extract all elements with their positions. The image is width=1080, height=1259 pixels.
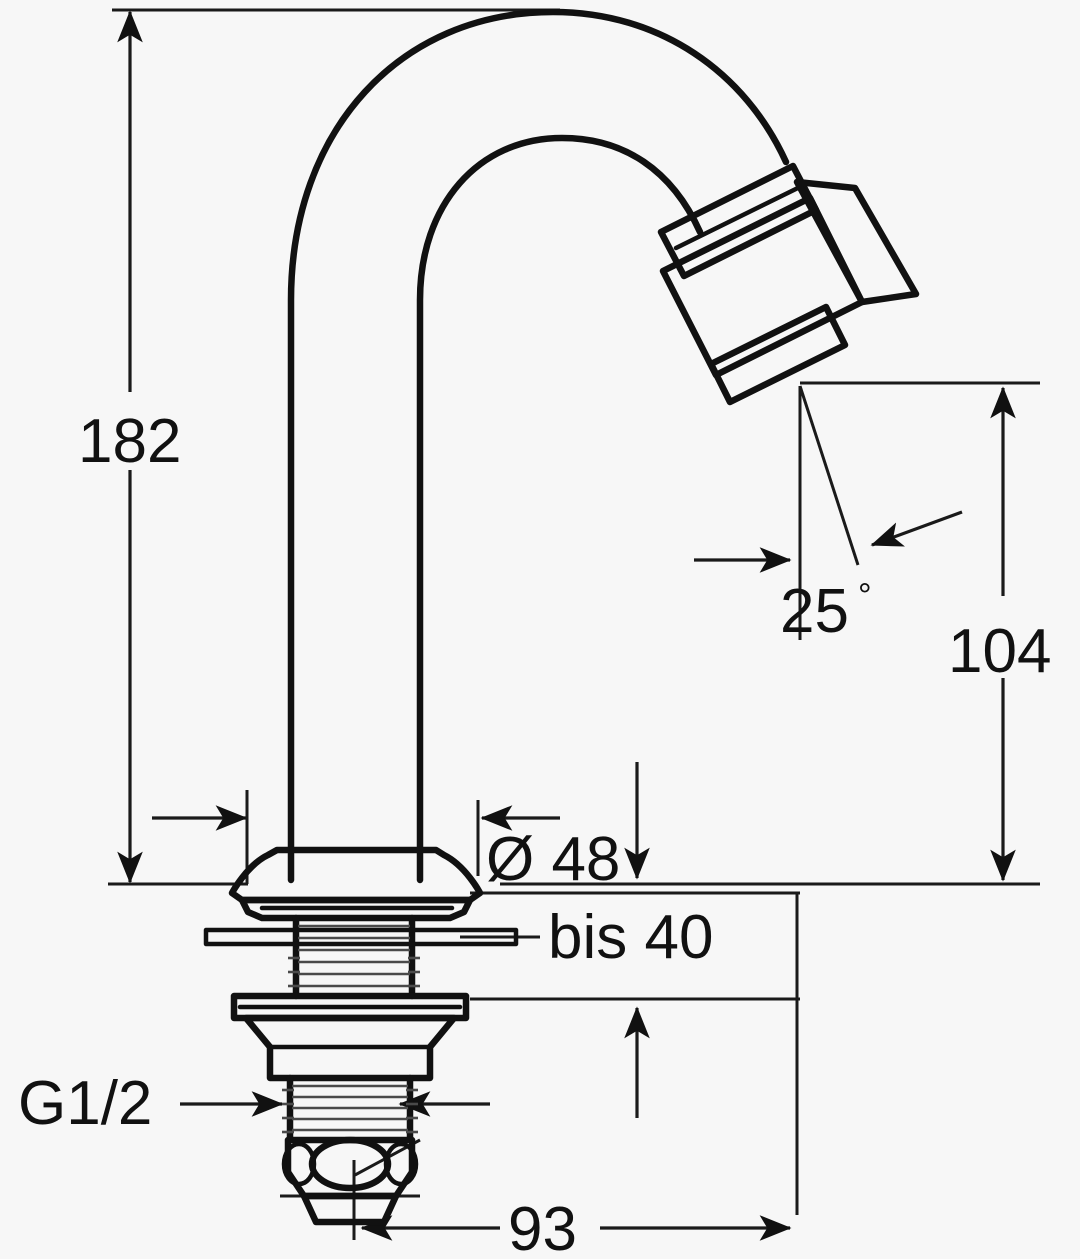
spout-outlet-height-dimension: 104 <box>948 386 1051 882</box>
spout-reach-dimension: 93 <box>360 1195 792 1259</box>
outlet-angle-dimension: 25 ° <box>694 385 963 646</box>
lower-flange-plate <box>230 992 470 1082</box>
base-top-arrow <box>152 790 249 884</box>
mounting-thickness-label: bis 40 <box>548 903 713 972</box>
spout-reach-label: 93 <box>508 1195 577 1259</box>
outlet-angle-label: 25 <box>780 577 849 646</box>
overall-height-label: 182 <box>78 407 181 476</box>
extension-lines <box>108 8 1040 1240</box>
spout-outlet-height-label: 104 <box>948 617 1051 686</box>
overall-height-dimension: 182 <box>78 10 181 884</box>
gooseneck-spout <box>287 8 790 884</box>
mounting-washer <box>203 927 519 947</box>
conical-base-flange <box>228 846 484 922</box>
hex-coupling-nut <box>281 1136 419 1226</box>
threaded-tailpiece <box>282 1074 418 1144</box>
mounting-thickness-dimension: bis 40 <box>548 903 713 1118</box>
thread-size-dimension: G1/2 <box>18 1069 490 1138</box>
thread-size-label: G1/2 <box>18 1069 152 1138</box>
degree-symbol: ° <box>858 577 872 615</box>
base-diameter-dimension: Ø 48 <box>480 762 650 894</box>
angled-aerator-head <box>657 162 920 406</box>
base-diameter-label: Ø 48 <box>486 825 620 894</box>
